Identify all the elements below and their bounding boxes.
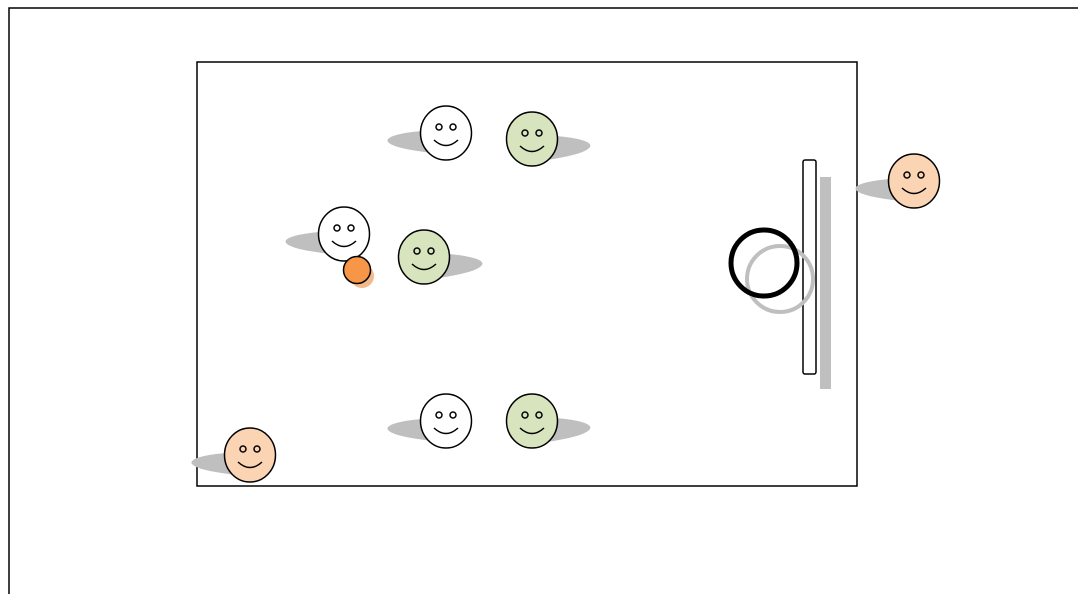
player-peach-2 bbox=[192, 428, 276, 482]
ball bbox=[344, 257, 371, 284]
player-white-1 bbox=[388, 106, 472, 160]
backboard-shadow bbox=[820, 177, 831, 389]
smiley-face-icon bbox=[421, 394, 472, 448]
player-white-2 bbox=[286, 207, 370, 261]
smiley-face-icon bbox=[507, 112, 558, 166]
ball-icon bbox=[344, 257, 375, 289]
outer-frame bbox=[9, 8, 1078, 594]
smiley-face-icon bbox=[421, 106, 472, 160]
smiley-face-icon bbox=[225, 428, 276, 482]
player-white-3 bbox=[388, 394, 472, 448]
smiley-face-icon bbox=[889, 154, 940, 208]
smiley-face-icon bbox=[507, 394, 558, 448]
player-green-3 bbox=[507, 394, 591, 448]
player-peach-1 bbox=[856, 154, 940, 208]
player-green-2 bbox=[399, 230, 483, 284]
smiley-face-icon bbox=[399, 230, 450, 284]
hoop-icon bbox=[731, 230, 797, 296]
smiley-face-icon bbox=[319, 207, 370, 261]
player-green-1 bbox=[507, 112, 591, 166]
